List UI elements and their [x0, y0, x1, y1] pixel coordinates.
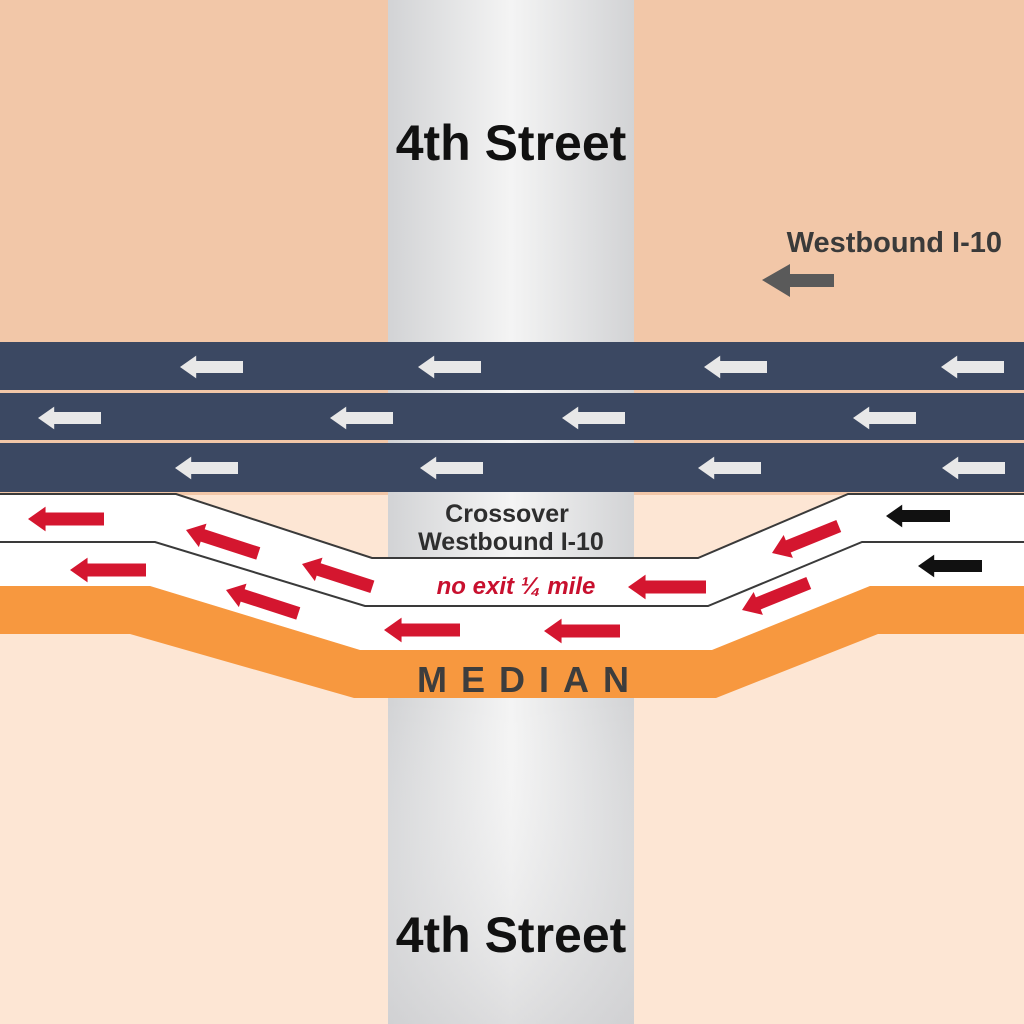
crossover-arrows [28, 506, 842, 644]
crossover-arrow-icon [226, 583, 301, 620]
crossover-arrow-icon [302, 557, 375, 594]
freeway-lane-1 [0, 342, 1024, 390]
lane-arrow-icon [330, 406, 393, 430]
no-exit-notice: no exit ¼ mile [437, 573, 596, 600]
freeway-arrows [38, 355, 1005, 480]
crossover-arrow-icon [28, 506, 104, 532]
lane-arrow-icon [704, 355, 767, 379]
freeway [0, 342, 1024, 492]
direction-arrow-icon [762, 264, 834, 297]
crossover-arrow-icon [742, 577, 812, 615]
lane-arrow-icon [698, 456, 761, 480]
median [0, 586, 1024, 698]
crossover-arrow-icon [70, 557, 146, 583]
crossover-label-line2: Westbound I-10 [418, 528, 604, 556]
lane-arrow-icon [180, 355, 243, 379]
lane-arrow-icon [38, 406, 101, 430]
crossover-arrow-icon [186, 523, 261, 560]
lane-arrow-icon [562, 406, 625, 430]
street-label-bottom: 4th Street [396, 907, 627, 963]
lane-arrow-icon [942, 456, 1005, 480]
crossover-lane-divider [0, 541, 1024, 607]
lane-arrow-icon [420, 456, 483, 480]
entry-arrow-icon [918, 554, 982, 578]
freeway-lane-3 [0, 443, 1024, 492]
crossover-arrow-icon [772, 520, 842, 558]
street-shade-bottom [388, 700, 634, 1024]
entry-arrows [886, 504, 982, 578]
lane-arrow-icon [175, 456, 238, 480]
crossover-arrow-icon [544, 618, 620, 644]
street-label-top: 4th Street [396, 115, 627, 171]
lane-arrow-icon [941, 355, 1004, 379]
direction-label: Westbound I-10 [787, 227, 1002, 259]
lane-arrow-icon [418, 355, 481, 379]
crossover-arrow-icon [628, 574, 706, 600]
median-label: MEDIAN [417, 659, 643, 700]
crossover-arrow-icon [384, 617, 460, 643]
lane-arrow-icon [853, 406, 916, 430]
freeway-lane-2 [0, 393, 1024, 440]
crossover-road [0, 494, 1024, 650]
crossover-label-line1: Crossover [445, 500, 569, 528]
crossover-top-edge [0, 493, 1024, 559]
entry-arrow-icon [886, 504, 950, 528]
